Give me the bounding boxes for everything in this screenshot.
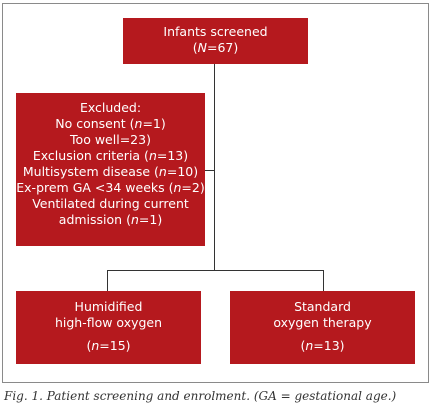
excluded-admission: admission (n=1) [58,212,163,227]
left-branch-line [107,270,108,291]
hfo-line2: high-flow oxygen [54,315,163,330]
excluded-criteria: Exclusion criteria (n=13) [32,148,189,163]
excluded-box: Excluded: No consent (n=1) Too well=23) … [16,93,205,246]
hfo-count: (n=15) [86,338,131,353]
split-horizontal-line [107,270,324,271]
excluded-title: Excluded: [79,100,142,115]
sot-count: (n=13) [300,338,345,353]
sot-line1: Standard [294,299,351,314]
figure-caption: Fig. 1. Patient screening and enrolment.… [4,389,397,403]
main-vertical-line [214,64,215,270]
hfo-box: Humidified high-flow oxygen (n=15) [16,291,201,364]
right-branch-line [323,270,324,291]
excluded-multisystem: Multisystem disease (n=10) [22,164,199,179]
excluded-too-well: Too well=23) [70,132,151,147]
hfo-line1: Humidified [74,299,143,314]
screened-count: (N=67) [192,40,239,55]
sot-line2: oxygen therapy [273,315,372,330]
excluded-ex-prem: Ex-prem GA <34 weeks (n=2) [16,180,205,195]
screened-title: Infants screened [163,24,268,39]
screened-box: Infants screened (N=67) [123,18,308,64]
sot-box: Standard oxygen therapy (n=13) [230,291,415,364]
excluded-no-consent: No consent (n=1) [55,116,166,131]
exclusion-connector [205,170,215,171]
excluded-ventilated: Ventilated during current [32,196,189,211]
